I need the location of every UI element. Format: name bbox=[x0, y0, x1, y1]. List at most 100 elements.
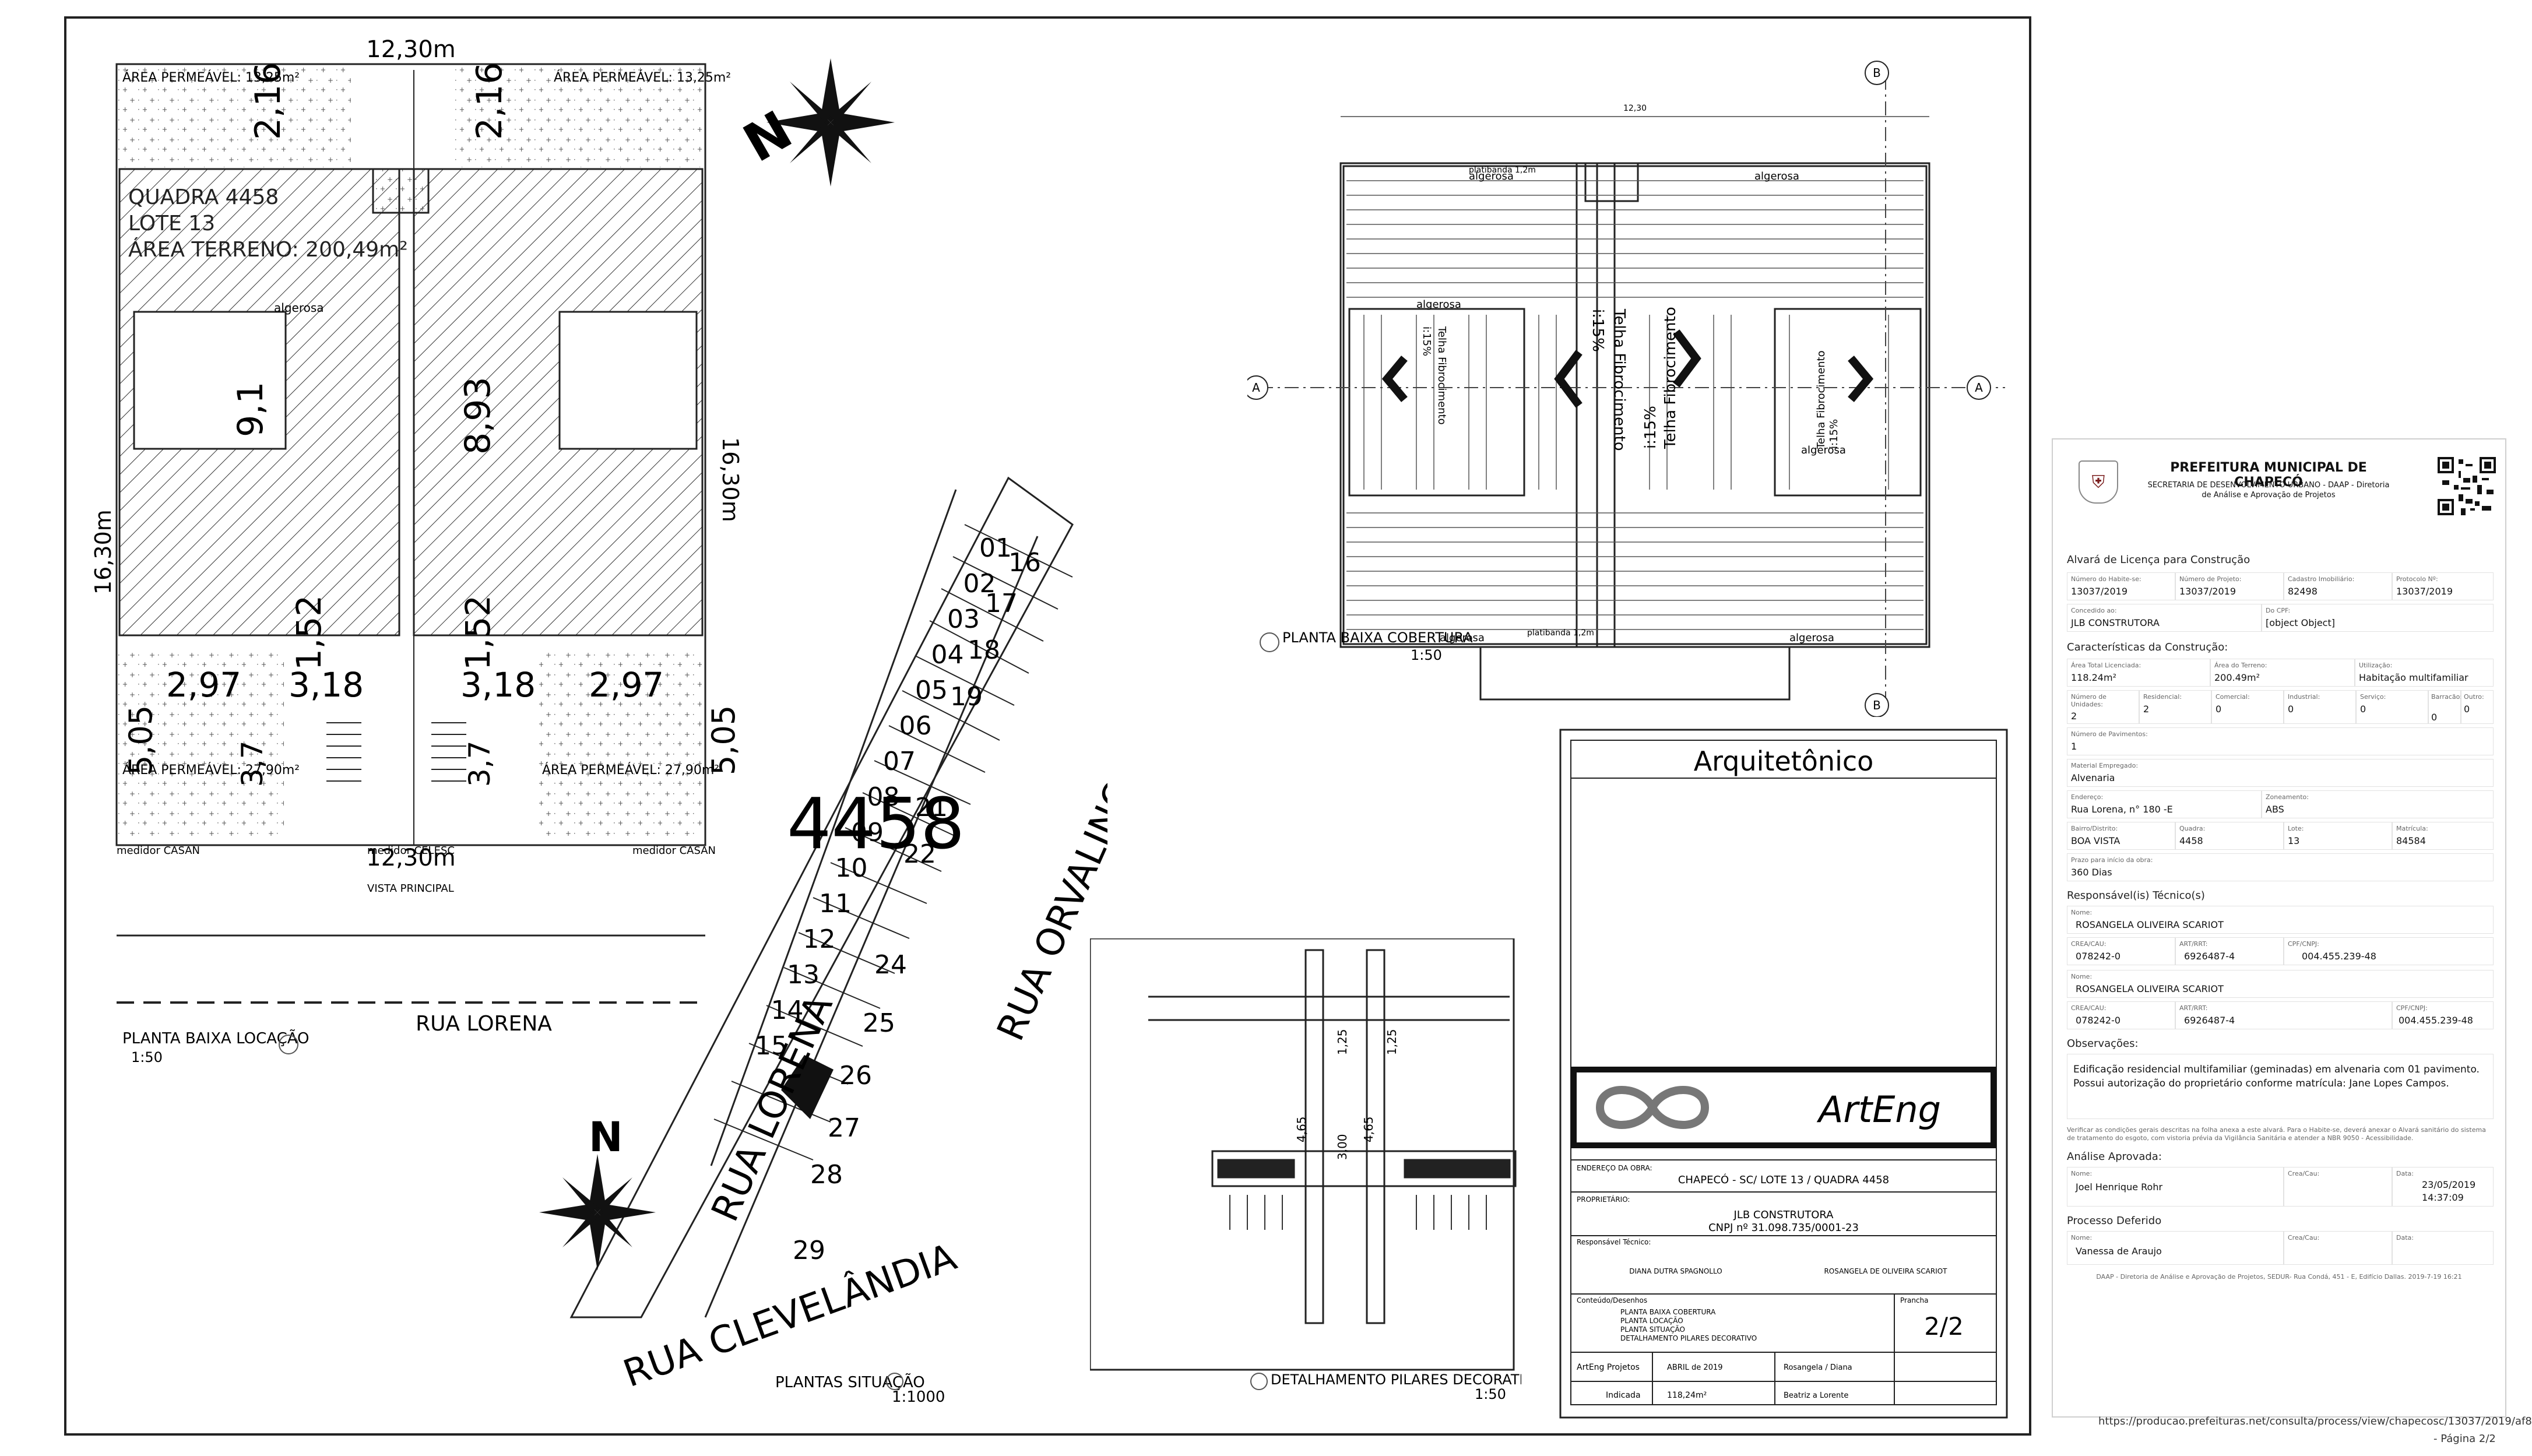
section-marker-a-left: A bbox=[1252, 381, 1260, 395]
label-rua-clevelandia: RUA CLEVELÂNDIA bbox=[617, 1235, 962, 1396]
responsavel-1: DIANA DUTRA SPAGNOLLO bbox=[1629, 1267, 1722, 1275]
field-deferido-nome: Nome: Vanessa de Araujo bbox=[2067, 1231, 2284, 1265]
permit-panel: ⛨ PREFEITURA MUNICIPAL DE CHAPECÓ SECRET… bbox=[2052, 438, 2506, 1418]
dim-16-30-right: 16,30m bbox=[718, 437, 740, 522]
conteudo-2: PLANTA LOCAÇÃO bbox=[1620, 1316, 1683, 1325]
dim-2-16-left: 2,16 bbox=[248, 62, 289, 140]
scale-plantas-situacao: 1:1000 bbox=[892, 1388, 945, 1405]
lot-number: 10 bbox=[835, 853, 868, 883]
field-resp-nome-1: Nome: ROSANGELA OLIVEIRA SCARIOT bbox=[2067, 906, 2494, 934]
field-industrial: Industrial: 0 bbox=[2284, 690, 2356, 724]
lot-number: 29 bbox=[793, 1236, 825, 1265]
permit-org: PREFEITURA MUNICIPAL DE CHAPECÓ bbox=[2170, 460, 2367, 490]
lot-number: 16 bbox=[1008, 548, 1041, 578]
section-marker-a-right: A bbox=[1975, 381, 1983, 395]
field-utilizacao: Utilização: Habitação multifamiliar bbox=[2355, 659, 2494, 687]
field-observacoes: Edificação residencial multifamiliar (ge… bbox=[2067, 1054, 2494, 1119]
dim-5-05-right: 5,05 bbox=[705, 705, 740, 775]
field-art-1: ART/RRT: 6926487-4 bbox=[2175, 937, 2284, 965]
label-responsavel: Responsável Técnico: bbox=[1577, 1238, 1651, 1246]
dim-16-30-left: 16,30m bbox=[90, 509, 116, 595]
roof-tile-2: Telha Fibrocimento bbox=[1610, 308, 1628, 451]
caption-planta-cobertura: PLANTA BAIXA COBERTURA bbox=[1282, 629, 1473, 646]
dim-bottom-width: 12,30m bbox=[366, 845, 455, 871]
roof-algerosa-bottom-right: algerosa bbox=[1789, 632, 1834, 644]
roof-slope-1: i:15% bbox=[1420, 326, 1433, 356]
dim-2-16-right: 2,16 bbox=[469, 62, 510, 140]
roof-slope-3: i:15% bbox=[1642, 406, 1659, 449]
label-permeable-bottom-left: ÁREA PERMEÁVEL: 27,90m² bbox=[122, 762, 300, 778]
lot-number: 13 bbox=[787, 960, 820, 990]
lot-number: 02 bbox=[963, 569, 996, 599]
section-marker-b-top: B bbox=[1873, 66, 1881, 80]
caption-detalhamento: DETALHAMENTO PILARES DECORATIVO bbox=[1271, 1371, 1521, 1388]
field-resp-nome-2: Nome: ROSANGELA OLIVEIRA SCARIOT bbox=[2067, 970, 2494, 998]
lot-number: 07 bbox=[883, 747, 916, 776]
lot-number: 25 bbox=[863, 1008, 895, 1038]
permit-notice: Verificar as condições gerais descritas … bbox=[2067, 1126, 2486, 1142]
conteudo-3: PLANTA SITUAÇÃO bbox=[1620, 1325, 1685, 1334]
field-concedido: Concedido ao: JLB CONSTRUTORA bbox=[2067, 604, 2262, 632]
lot-number: 15 bbox=[755, 1031, 787, 1061]
field-protocolo: Protocolo Nº: 13037/2019 bbox=[2392, 572, 2494, 600]
lot-number: 17 bbox=[985, 589, 1018, 618]
field-barracao: Barracão: 0 bbox=[2428, 690, 2462, 724]
verificacao: Beatriz a Lorente bbox=[1784, 1391, 1848, 1400]
data-projeto: ABRIL de 2019 bbox=[1667, 1363, 1723, 1372]
label-algerosa: algerosa bbox=[274, 301, 324, 315]
lot-number: 08 bbox=[867, 782, 900, 812]
responsavel-2: ROSANGELA DE OLIVEIRA SCARIOT bbox=[1824, 1267, 1947, 1275]
drawing-sheet-frame bbox=[64, 16, 2031, 1436]
roof-algerosa-mid-left: algerosa bbox=[1416, 298, 1461, 311]
lot-number: 05 bbox=[915, 676, 948, 705]
empresa: ArtEng Projetos bbox=[1577, 1363, 1640, 1372]
lot-number: 18 bbox=[968, 635, 1000, 665]
qr-code-icon[interactable] bbox=[2438, 457, 2496, 515]
field-analise-nome: Nome: Joel Henrique Rohr bbox=[2067, 1167, 2284, 1207]
field-deferido-data: Data: bbox=[2392, 1231, 2494, 1265]
conteudo-4: DETALHAMENTO PILARES DECORATIVO bbox=[1620, 1334, 1757, 1342]
permit-resp-title: Responsável(is) Técnico(s) bbox=[2067, 889, 2205, 902]
proprietario: JLB CONSTRUTORA bbox=[1733, 1209, 1834, 1221]
field-material: Material Empregado: Alvenaria bbox=[2067, 759, 2494, 787]
field-residencial: Residencial: 2 bbox=[2139, 690, 2211, 724]
roof-platibanda-bottom: platibanda 1,2m bbox=[1527, 628, 1594, 638]
dim-total-width: 12,30m bbox=[366, 36, 455, 63]
lot-number: 12 bbox=[803, 924, 836, 954]
north-arrow-top: N bbox=[734, 58, 895, 187]
endereco-obra: CHAPECÓ - SC/ LOTE 13 / QUADRA 4458 bbox=[1678, 1173, 1889, 1186]
roof-algerosa-mid-right: algerosa bbox=[1801, 444, 1846, 456]
scale-planta-locacao: 1:50 bbox=[131, 1049, 163, 1065]
dim-3-7-left: 3,7 bbox=[235, 740, 269, 787]
label-vista-principal: VISTA PRINCIPAL bbox=[367, 882, 454, 895]
permit-analise-title: Análise Aprovada: bbox=[2067, 1151, 2162, 1163]
permit-url-link[interactable]: https://producao.prefeituras.net/consult… bbox=[2098, 1415, 2532, 1427]
roof-tile-3: Telha Fibrocimento bbox=[1662, 307, 1679, 449]
dim-5-05-left: 5,05 bbox=[122, 705, 159, 775]
lot-number: 24 bbox=[874, 950, 907, 980]
field-numero-projeto: Número de Projeto: 13037/2019 bbox=[2175, 572, 2284, 600]
field-crea-2: CREA/CAU: 078242-0 bbox=[2067, 1001, 2175, 1029]
area-construida: 118,24m² bbox=[1667, 1391, 1707, 1400]
field-cpfcnpj-2: CPF/CNPJ: 004.455.239-48 bbox=[2392, 1001, 2494, 1029]
dim-3-7-right: 3,7 bbox=[463, 740, 497, 787]
field-prazo: Prazo para início da obra: 360 Dias bbox=[2067, 853, 2494, 881]
roof-slope-2: i:15% bbox=[1589, 309, 1606, 352]
lot-number: 21 bbox=[915, 793, 948, 822]
scale-planta-cobertura: 1:50 bbox=[1411, 647, 1442, 663]
roof-algerosa-top-right: algerosa bbox=[1754, 170, 1799, 182]
label-permeable-bottom-right: ÁREA PERMEÁVEL: 27,90m² bbox=[542, 762, 719, 778]
dim-9-1: 9,1 bbox=[230, 382, 271, 437]
field-analise-data: Data: 23/05/2019 14:37:09 bbox=[2392, 1167, 2494, 1207]
lot-number: 27 bbox=[828, 1113, 860, 1143]
label-lote: LOTE 13 bbox=[128, 212, 215, 235]
field-cadastro: Cadastro Imobiliário: 82498 bbox=[2284, 572, 2392, 600]
lot-number: 26 bbox=[839, 1061, 872, 1091]
lot-number: 11 bbox=[819, 889, 852, 919]
field-bairro: Bairro/Distrito: BOA VISTA bbox=[2067, 822, 2175, 850]
field-habite-se: Número do Habite-se: 13037/2019 bbox=[2067, 572, 2175, 600]
arteng-brand: ArtEng bbox=[1816, 1088, 1941, 1131]
dim-1-52-left: 1,52 bbox=[289, 595, 329, 670]
